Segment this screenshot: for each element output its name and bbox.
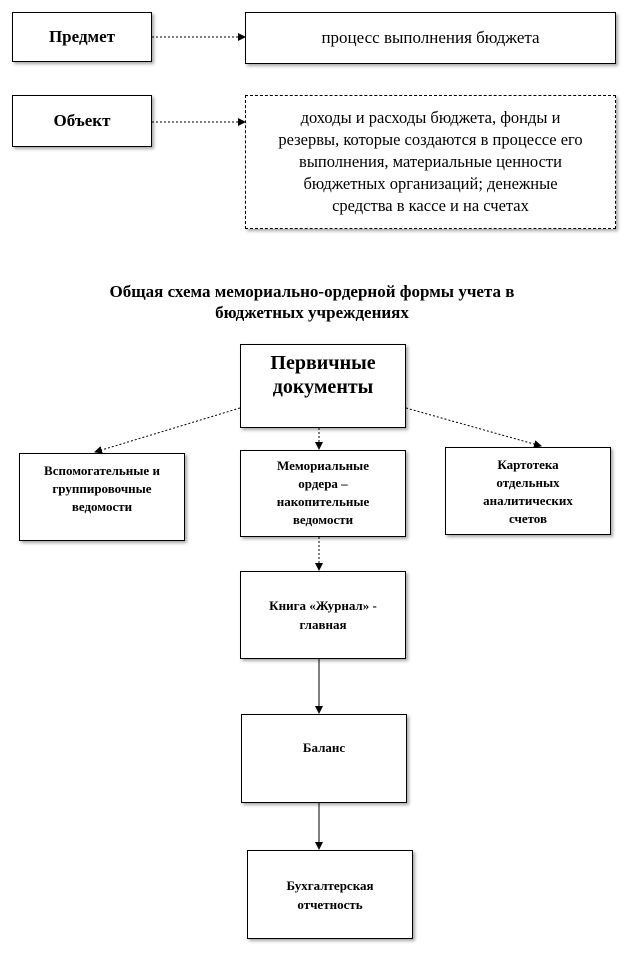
auxiliary-statements-label: Вспомогательные и группировочные ведомос… xyxy=(44,463,160,514)
memorial-orders-label: Мемориальные ордера – накопительные ведо… xyxy=(276,458,370,527)
subject-box: Предмет xyxy=(12,12,152,62)
journal-book-label: Книга «Журнал» - главная xyxy=(269,598,377,632)
auxiliary-statements-box: Вспомогательные и группировочные ведомос… xyxy=(19,453,185,541)
scheme-title: Общая схема мемориально-ордерной формы у… xyxy=(109,282,515,322)
object-label: Объект xyxy=(53,111,111,130)
reporting-box: Бухгалтерская отчетность xyxy=(247,850,413,939)
journal-book-box: Книга «Журнал» - главная xyxy=(240,571,406,659)
card-index-box: Картотека отдельных аналитических счетов xyxy=(445,447,611,535)
balance-label: Баланс xyxy=(302,739,346,755)
subject-label: Предмет xyxy=(48,27,116,46)
balance-box: Баланс xyxy=(241,714,407,803)
primary-documents-label: Первичные документы xyxy=(270,352,376,398)
card-index-label: Картотека отдельных аналитических счетов xyxy=(483,457,573,526)
reporting-label: Бухгалтерская отчетность xyxy=(286,877,374,912)
primary-documents-box: Первичные документы xyxy=(240,344,406,428)
object-box: Объект xyxy=(12,95,152,147)
arrow-primary-to-auxiliary xyxy=(94,407,241,454)
subject-value: процесс выполнения бюджета xyxy=(321,28,540,47)
memorial-orders-box: Мемориальные ордера – накопительные ведо… xyxy=(240,450,406,537)
arrow-primary-to-cardindex xyxy=(405,407,542,448)
object-value-box: доходы и расходы бюджета, фонды и резерв… xyxy=(245,95,616,229)
subject-value-box: процесс выполнения бюджета xyxy=(245,12,616,64)
object-value: доходы и расходы бюджета, фонды и резерв… xyxy=(278,108,583,215)
